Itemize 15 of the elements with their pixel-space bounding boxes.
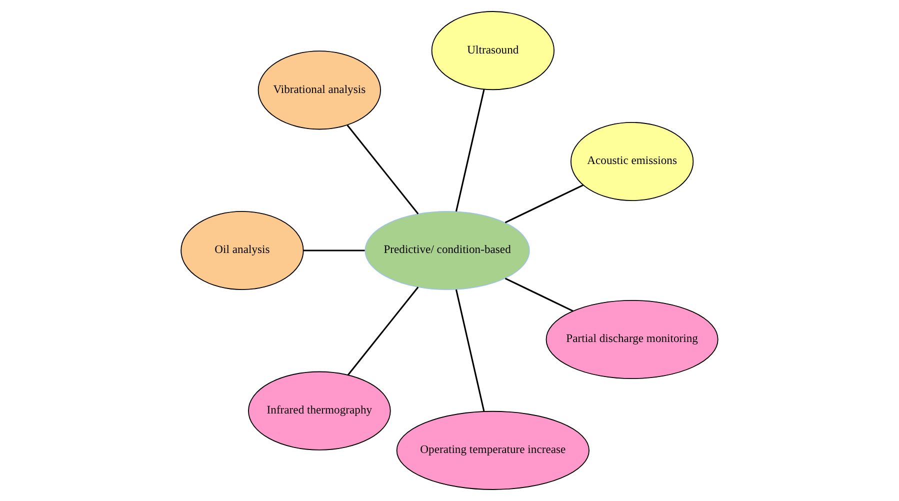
connector <box>455 89 485 212</box>
node-ellipse: Predictive/ condition-based <box>364 210 530 290</box>
node-ellipse: Ultrasound <box>431 11 554 90</box>
node-ellipse: Vibrational analysis <box>258 50 382 130</box>
connector <box>504 184 584 224</box>
connector <box>455 289 485 412</box>
node-ellipse: Operating temperature increase <box>396 410 590 490</box>
connector <box>303 250 365 252</box>
node-ellipse: Infrared thermography <box>248 371 391 450</box>
connector <box>347 286 419 376</box>
connector <box>346 124 419 214</box>
node-ellipse: Partial discharge monitoring <box>546 300 718 380</box>
node-ellipse: Acoustic emissions <box>570 122 694 202</box>
connector <box>504 278 574 312</box>
node-ellipse: Oil analysis <box>180 210 304 290</box>
